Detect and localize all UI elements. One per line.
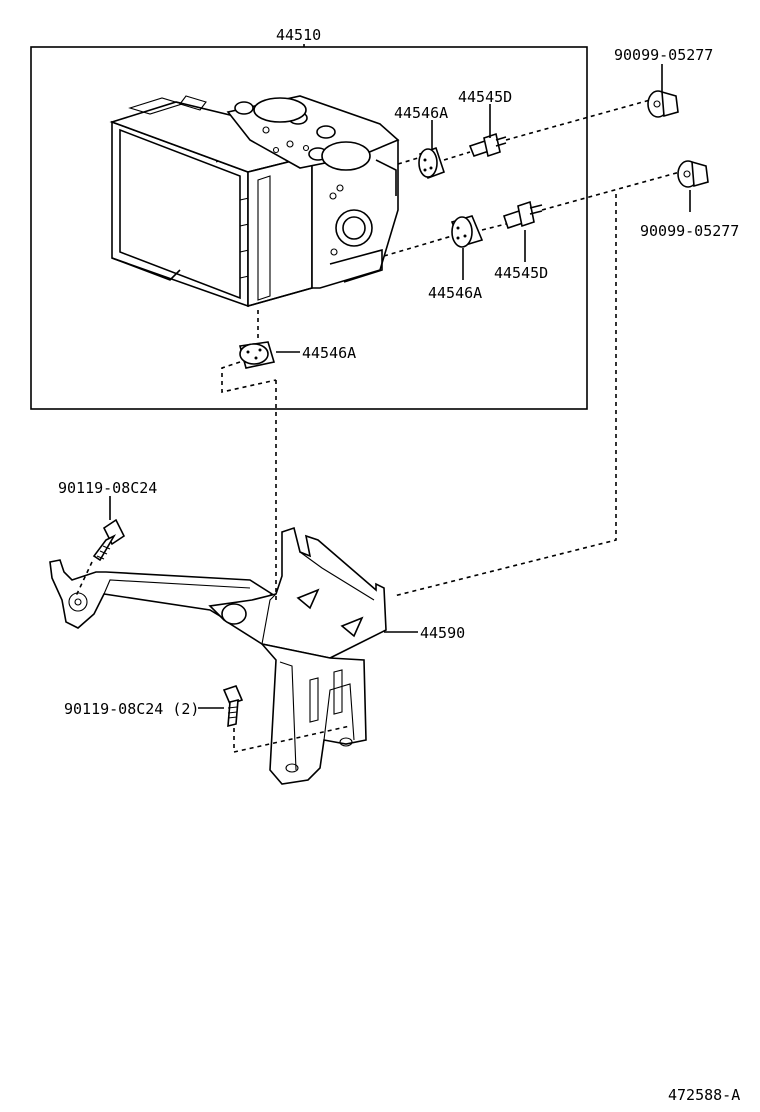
stud-lower [502,200,543,230]
bolt-upper [92,518,126,562]
nut-lower [677,160,709,188]
label-grommet-upper: 44546A [394,104,448,122]
abs-actuator [109,95,400,308]
stud-upper [468,132,507,158]
grommet-middle [450,215,484,248]
grommet-upper [418,146,446,180]
label-grommet-middle: 44546A [428,284,482,302]
label-stud-upper: 44545D [458,88,512,106]
label-nut-lower: 90099-05277 [640,222,739,240]
assembly-lines [75,99,681,753]
label-nut-upper: 90099-05277 [614,46,713,64]
assembly-frame [30,46,588,410]
label-stud-lower: 44545D [494,264,548,282]
diagram-id: 472588-A [668,1086,740,1104]
label-grommet-lower: 44546A [302,344,356,362]
bracket [49,526,387,785]
bolt-lower [222,685,244,728]
label-bolt-upper: 90119-08C24 [58,479,157,497]
leader-lines [109,64,691,709]
label-assembly: 44510 [276,26,321,44]
grommet-lower [238,341,276,369]
label-bolt-lower: 90119-08C24 (2) [64,700,199,718]
nut-upper [647,90,679,118]
label-bracket: 44590 [420,624,465,642]
